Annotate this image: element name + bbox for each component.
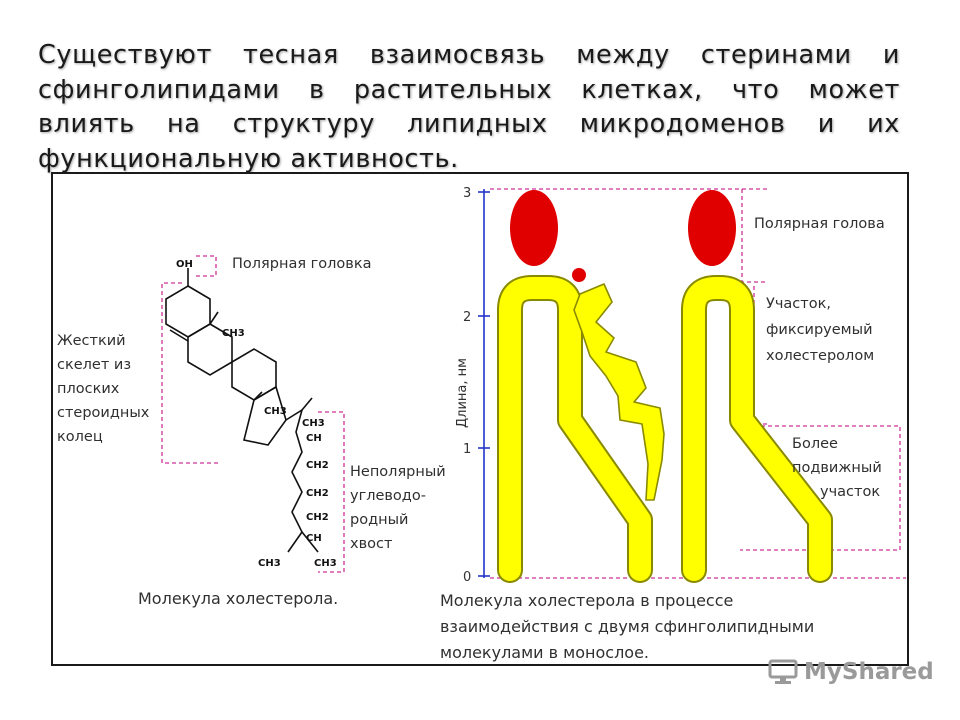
ch3-right-label: CH3 — [314, 558, 337, 569]
axis-tick-label: 2 — [463, 310, 471, 325]
ch3-ring-label: CH3 — [222, 328, 245, 339]
nonpolar-tail-line: углеводо- — [350, 488, 426, 504]
nonpolar-tail-line: хвост — [350, 536, 393, 552]
ch-branch-label: CH — [306, 533, 322, 544]
rigid-skeleton-line: Жесткий — [57, 333, 126, 349]
polar-head-ellipse — [688, 190, 736, 266]
cholesterol-zigzag — [572, 268, 665, 501]
ch2-label: CH2 — [306, 488, 329, 499]
slide-title: Существуют тесная взаимосвязь между стер… — [38, 40, 900, 174]
polar-head-ellipse — [510, 190, 558, 266]
chem-labels: OH CH3 CH3 CH3 CH CH2 CH2 CH2 CH CH3 CH3 — [176, 259, 337, 569]
fixed-region-line: Участок, — [766, 296, 831, 312]
fixed-region-line: фиксируемый — [766, 322, 873, 338]
axis-tick-label: 3 — [463, 186, 471, 201]
sphingolipid-right — [681, 190, 833, 583]
mobile-region-line: участок — [820, 484, 880, 500]
mobile-region-line: Более — [792, 436, 838, 452]
axis-tick-label: 0 — [463, 570, 471, 585]
nonpolar-tail-line: Неполярный — [350, 464, 446, 480]
mobile-region-line: подвижный — [792, 460, 882, 476]
fixed-region-line: холестеролом — [766, 348, 874, 364]
cholesterol-structure — [165, 268, 319, 553]
figure-frame — [51, 172, 909, 666]
cholesterol-oh-dot — [572, 268, 586, 282]
left-caption: Молекула холестерола. — [138, 589, 338, 608]
left-labels: Полярная головка Жесткий скелет из плоск… — [57, 256, 446, 608]
polar-head-label: Полярная головка — [232, 256, 372, 272]
right-caption-line: взаимодействия с двумя сфинголипидными — [440, 617, 814, 636]
rigid-skeleton-line: скелет из — [57, 357, 131, 373]
rigid-skeleton-line: стероидных — [57, 405, 150, 421]
ch3-top-label: CH3 — [302, 418, 325, 429]
length-axis: 3 2 1 0 Длина, нм — [455, 186, 490, 585]
ch2-label: CH2 — [306, 460, 329, 471]
rigid-skeleton-line: колец — [57, 429, 103, 445]
left-guide-lines — [161, 255, 345, 573]
oh-label: OH — [176, 259, 193, 270]
monitor-icon — [768, 659, 798, 684]
watermark: MyShared — [768, 655, 934, 689]
ch2-label: CH2 — [306, 512, 329, 523]
axis-title: Длина, нм — [455, 358, 470, 428]
ch-label: CH — [306, 433, 322, 444]
axis-tick-label: 1 — [463, 442, 471, 457]
ch3-left-label: CH3 — [258, 558, 281, 569]
watermark-text: MyShared — [804, 659, 934, 685]
right-caption-line: молекулами в монослое. — [440, 643, 649, 662]
right-labels: Полярная голова Участок, фиксируемый хол… — [440, 216, 885, 662]
sphingolipid-left — [497, 190, 653, 583]
polar-head-label: Полярная голова — [754, 216, 885, 232]
right-caption-line: Молекула холестерола в процессе — [440, 591, 733, 610]
ch3-ring-label: CH3 — [264, 406, 287, 417]
rigid-skeleton-line: плоских — [57, 381, 120, 397]
nonpolar-tail-line: родный — [350, 512, 408, 528]
